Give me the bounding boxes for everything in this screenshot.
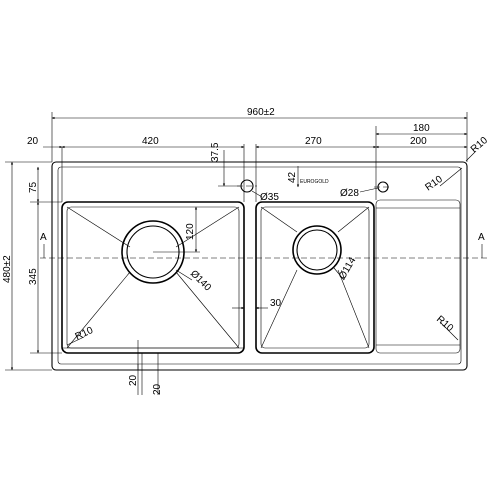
section-label-right: A: [478, 232, 485, 243]
label-tap-hole: Ø35: [260, 192, 279, 203]
label-overflow-hole: Ø28: [340, 188, 359, 199]
left-bowl: [61, 201, 245, 354]
label-r10-corner: R10: [423, 174, 445, 194]
dim-overall-height: 480±2: [2, 255, 13, 283]
dim-20-bottom-a: 20: [128, 374, 139, 386]
dim-270: 270: [305, 136, 322, 147]
dim-overall-width: 960±2: [247, 107, 275, 118]
label-r10-top: R10: [469, 135, 490, 156]
dim-20-bottom-b: 20: [152, 383, 163, 395]
right-drain: [292, 225, 342, 275]
label-drain-small: Ø114: [337, 255, 359, 281]
brand-mark: EUROGOLD: [300, 179, 329, 185]
dim-120: 120: [185, 223, 196, 240]
sink-inner-rim: [57, 166, 462, 365]
drainboard: [375, 199, 461, 354]
dim-420: 420: [142, 136, 159, 147]
label-drain-big: Ø140: [188, 268, 213, 293]
sink-outer-rim: [51, 161, 468, 371]
dim-20-left: 20: [27, 136, 39, 147]
right-bowl: [255, 201, 375, 354]
dim-30: 30: [270, 298, 282, 309]
label-r10-drainboard: R10: [434, 314, 455, 335]
section-label-left: A: [40, 232, 47, 243]
dim-75: 75: [28, 181, 39, 193]
dim-180: 180: [413, 123, 430, 134]
dim-200: 200: [410, 136, 427, 147]
dim-42: 42: [287, 171, 298, 183]
dim-345: 345: [28, 268, 39, 285]
dim-37-5: 37.5: [210, 142, 221, 162]
